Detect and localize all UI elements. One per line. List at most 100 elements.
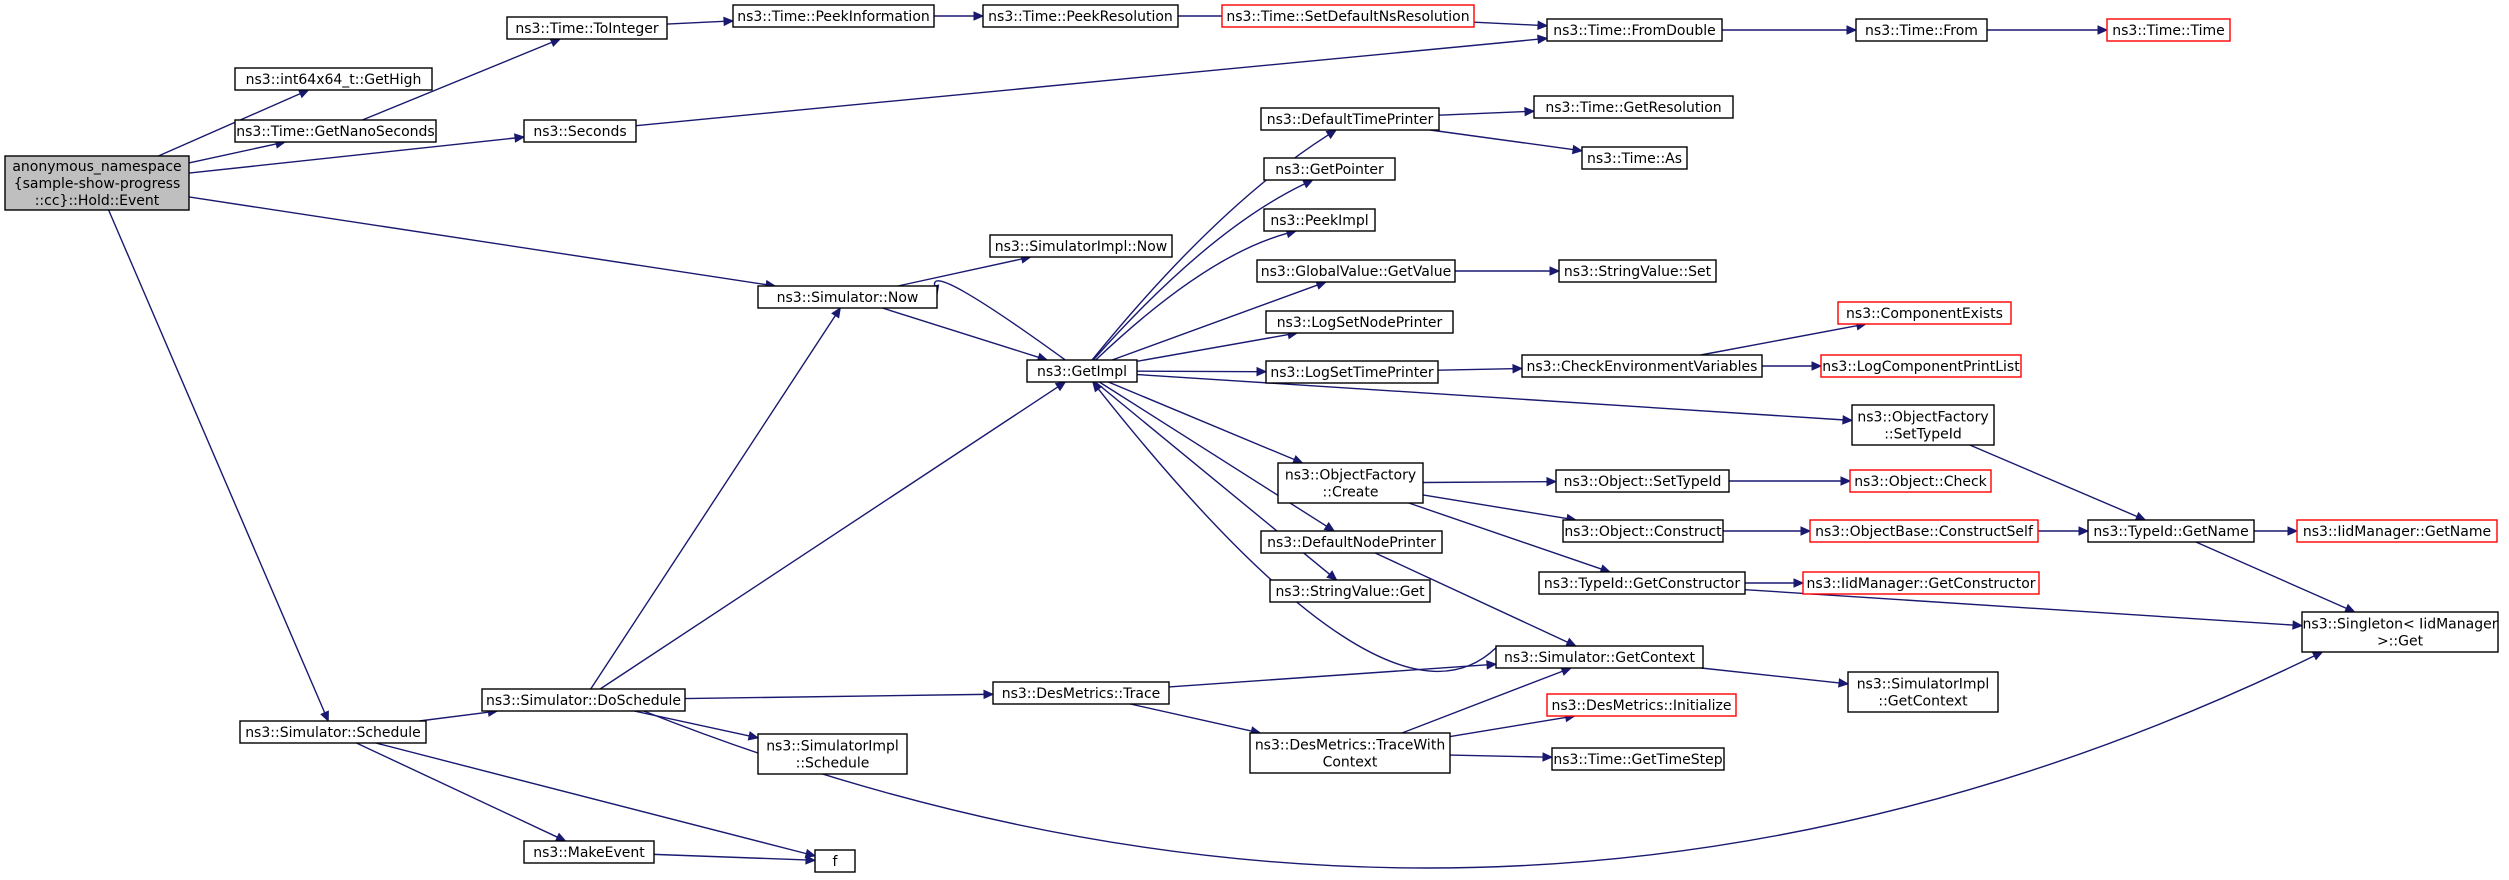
node-doSchedule[interactable]: ns3::Simulator::DoSchedule — [481, 688, 686, 712]
node-label: ns3::Seconds — [533, 124, 626, 140]
edge-line — [1449, 716, 1566, 738]
node-svSet[interactable]: ns3::StringValue::Set — [1558, 259, 1717, 283]
node-schedule[interactable]: ns3::Simulator::Schedule — [239, 720, 427, 744]
edge-doSchedule-to-simNow — [590, 306, 841, 690]
edge-arrowhead — [1549, 266, 1561, 276]
node-box — [757, 733, 908, 775]
node-label: ns3::Time::Time — [2112, 23, 2224, 39]
node-box — [234, 119, 437, 143]
edge-ofCreate-to-objSetTypeId — [1422, 476, 1558, 487]
node-box — [1851, 404, 1995, 446]
node-typeIdGetCtor[interactable]: ns3::TypeId::GetConstructor — [1538, 571, 1746, 595]
node-defNodePrinter[interactable]: ns3::DefaultNodePrinter — [1260, 530, 1443, 554]
node-seconds[interactable]: ns3::Seconds — [523, 119, 637, 143]
node-desInit[interactable]: ns3::DesMetrics::Initialize — [1546, 693, 1737, 717]
node-toInteger[interactable]: ns3::Time::ToInteger — [506, 16, 668, 40]
node-box — [1820, 354, 2022, 378]
node-box — [1538, 571, 1746, 595]
node-singleton[interactable]: ns3::Singleton< IidManager>::Get — [2301, 611, 2499, 653]
node-box — [481, 688, 686, 712]
node-label: ns3::DefaultTimePrinter — [1267, 112, 1434, 128]
node-peekInfo[interactable]: ns3::Time::PeekInformation — [732, 4, 935, 28]
edge-arrowhead — [983, 689, 995, 700]
node-typeIdGetName[interactable]: ns3::TypeId::GetName — [2087, 519, 2255, 543]
node-gvGetValue[interactable]: ns3::GlobalValue::GetValue — [1256, 259, 1456, 283]
node-desTrace[interactable]: ns3::DesMetrics::Trace — [992, 681, 1170, 705]
edge-fromDouble-to-timeFrom — [1722, 25, 1858, 35]
node-objCheck[interactable]: ns3::Object::Check — [1849, 469, 1992, 493]
edge-typeIdGetName-to-iidGetName — [2254, 526, 2299, 536]
node-logSetTime[interactable]: ns3::LogSetTimePrinter — [1265, 360, 1439, 384]
node-box — [239, 720, 427, 744]
node-simGetContext[interactable]: ns3::Simulator::GetContext — [1495, 645, 1704, 669]
node-peekRes[interactable]: ns3::Time::PeekResolution — [982, 4, 1179, 28]
node-box — [1249, 732, 1451, 774]
edge-arrowhead — [1054, 381, 1067, 392]
node-setDefNs[interactable]: ns3::Time::SetDefaultNsResolution — [1221, 4, 1475, 28]
node-logCompList[interactable]: ns3::LogComponentPrintList — [1820, 354, 2022, 378]
node-timeTime[interactable]: ns3::Time::Time — [2106, 18, 2231, 42]
edge-arrowhead — [2287, 526, 2299, 536]
node-peekImpl[interactable]: ns3::PeekImpl — [1263, 208, 1376, 232]
node-getTimeStep[interactable]: ns3::Time::GetTimeStep — [1551, 747, 1725, 771]
node-getImpl[interactable]: ns3::GetImpl — [1026, 359, 1138, 383]
edge-arrowhead — [1326, 570, 1338, 581]
node-defTimePrinter[interactable]: ns3::DefaultTimePrinter — [1260, 107, 1440, 131]
edge-arrowhead — [1571, 144, 1584, 155]
node-makeEvent[interactable]: ns3::MakeEvent — [523, 840, 655, 864]
node-iidGetName[interactable]: ns3::IidManager::GetName — [2296, 519, 2498, 543]
edge-peekInfo-to-peekRes — [934, 11, 985, 21]
node-implGetContext[interactable]: ns3::SimulatorImpl::GetContext — [1847, 671, 1999, 713]
node-obConstructSelf[interactable]: ns3::ObjectBase::ConstructSelf — [1809, 519, 2039, 543]
edge-ofCreate-to-typeIdGetCtor — [1408, 502, 1612, 574]
edge-arrowhead — [831, 306, 841, 319]
node-box — [1260, 107, 1440, 131]
edge-line — [1168, 664, 1488, 688]
node-f[interactable]: f — [814, 849, 856, 873]
node-getNano[interactable]: ns3::Time::GetNanoSeconds — [234, 119, 437, 143]
node-ofCreate[interactable]: ns3::ObjectFactory::Create — [1277, 462, 1424, 504]
edge-arrowhead — [1565, 637, 1577, 647]
edge-schedule-to-f — [375, 742, 817, 859]
node-compExists[interactable]: ns3::ComponentExists — [1837, 301, 2012, 325]
node-objSetTypeId[interactable]: ns3::Object::SetTypeId — [1555, 469, 1730, 493]
node-implNow[interactable]: ns3::SimulatorImpl::Now — [989, 234, 1173, 258]
node-ofSetTypeId[interactable]: ns3::ObjectFactory::SetTypeId — [1851, 404, 1995, 446]
edge-line — [1408, 502, 1602, 570]
node-label: Context — [1323, 755, 1378, 771]
edge-arrowhead — [2134, 511, 2147, 521]
edge-schedule-to-makeEvent — [356, 742, 567, 842]
node-timeFrom[interactable]: ns3::Time::From — [1855, 18, 1988, 42]
edge-defTimePrinter-to-timeAs — [1430, 129, 1584, 155]
edge-typeIdGetCtor-to-iidGetCtor — [1745, 578, 1805, 588]
node-box — [1558, 259, 1717, 283]
node-simNow[interactable]: ns3::Simulator::Now — [757, 285, 938, 309]
node-getRes[interactable]: ns3::Time::GetResolution — [1533, 95, 1734, 119]
edge-line — [1111, 284, 1318, 361]
node-box — [2301, 611, 2499, 653]
node-getPointer[interactable]: ns3::GetPointer — [1263, 157, 1396, 181]
node-box — [1546, 693, 1737, 717]
node-iidGetCtor[interactable]: ns3::IidManager::GetConstructor — [1802, 571, 2040, 595]
node-label: ns3::MakeEvent — [533, 845, 645, 861]
node-label: ns3::LogSetNodePrinter — [1277, 315, 1443, 331]
node-implSchedule[interactable]: ns3::SimulatorImpl::Schedule — [757, 733, 908, 775]
edges-layer — [107, 11, 2356, 869]
edge-ofCreate-to-objConstruct — [1422, 494, 1578, 524]
node-checkEnv[interactable]: ns3::CheckEnvironmentVariables — [1521, 354, 1763, 378]
node-logSetNode[interactable]: ns3::LogSetNodePrinter — [1265, 310, 1454, 334]
node-timeAs[interactable]: ns3::Time::As — [1581, 146, 1688, 170]
node-label: ns3::StringValue::Get — [1275, 584, 1425, 600]
edge-line — [1401, 670, 1563, 734]
edge-arrowhead — [1546, 476, 1558, 487]
node-label: ns3::Time::GetResolution — [1545, 100, 1721, 116]
node-svGet[interactable]: ns3::StringValue::Get — [1269, 579, 1431, 603]
edge-objConstruct-to-obConstructSelf — [1723, 526, 1812, 536]
node-fromDouble[interactable]: ns3::Time::FromDouble — [1546, 18, 1723, 42]
node-objConstruct[interactable]: ns3::Object::Construct — [1562, 519, 1724, 543]
node-getHigh[interactable]: ns3::int64x64_t::GetHigh — [234, 67, 433, 91]
node-label: ns3::DesMetrics::TraceWith — [1255, 738, 1445, 754]
node-label: {sample-show-progress — [14, 176, 181, 192]
edge-makeEvent-to-f — [653, 853, 817, 865]
